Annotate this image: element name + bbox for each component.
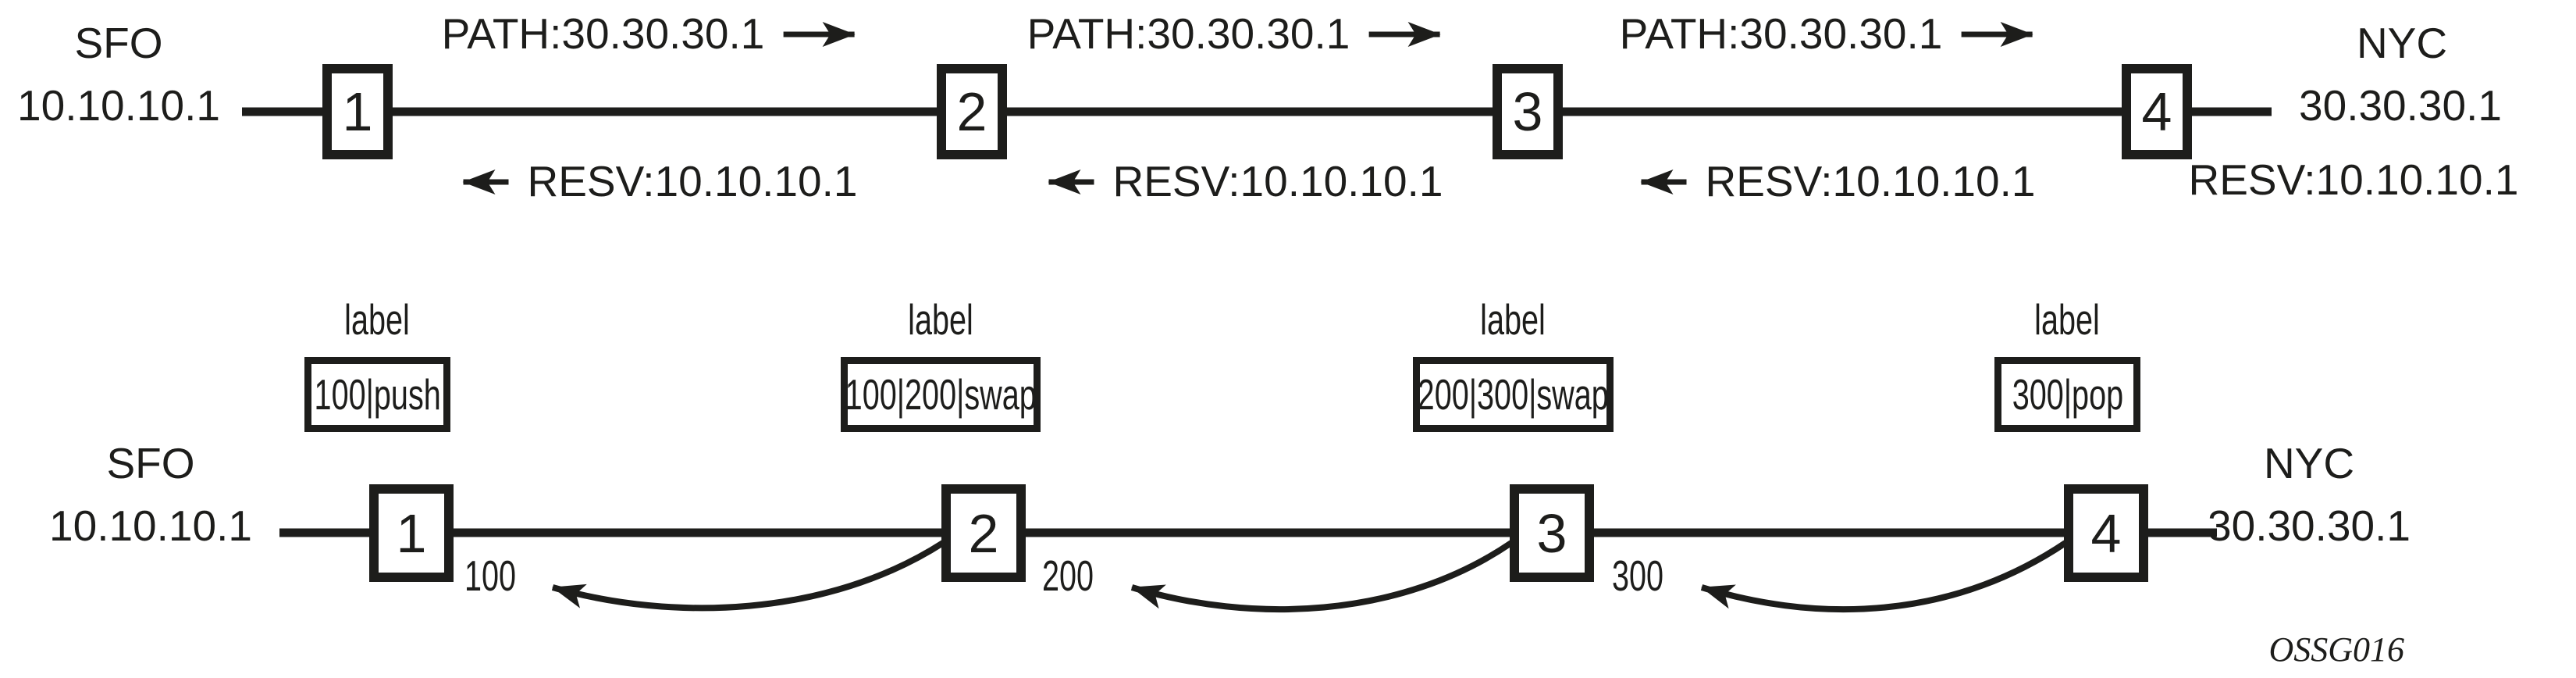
label-operation-box: 200|300|swap: [1413, 357, 1614, 432]
figure-credit: OSSG016: [2268, 630, 2404, 669]
resv-message: RESV:10.10.10.1: [1010, 160, 1443, 203]
path-message-label: PATH:30.30.30.1: [1619, 9, 1943, 58]
router-number: 3: [1512, 81, 1543, 142]
link-label: 100: [464, 551, 517, 600]
router-box: 4: [2064, 484, 2148, 582]
label-caption: label: [1480, 295, 1546, 344]
label-operation-box: 100|push: [304, 357, 450, 432]
resv-message-label: RESV:10.10.10.1: [2188, 155, 2519, 204]
resv-message: RESV:10.10.10.1: [425, 157, 858, 205]
router-number: 4: [2141, 81, 2172, 142]
label-advertisement-arrow-icon: [1700, 540, 2068, 613]
endpoint-ip: 10.10.10.1: [17, 81, 220, 130]
endpoint-city: SFO: [74, 19, 163, 67]
endpoint-city: NYC: [2263, 439, 2355, 487]
path-message-label: PATH:30.30.30.1: [441, 9, 765, 58]
path-message-label: PATH:30.30.30.1: [1026, 9, 1350, 58]
router-box: 3: [1493, 64, 1563, 159]
router-number: 1: [342, 81, 373, 142]
router-box: 2: [941, 484, 1026, 582]
resv-message: RESV:10.10.10.1: [1603, 157, 2036, 205]
label-operation: 200|300|swap: [1417, 369, 1610, 419]
right-arrow-icon: [1961, 21, 2033, 47]
endpoint-city: SFO: [106, 439, 195, 487]
router-box: 1: [322, 64, 393, 159]
resv-message-label: RESV:10.10.10.1: [527, 157, 858, 205]
path-message: PATH:30.30.30.1: [1027, 12, 1473, 55]
router-box: 1: [369, 484, 454, 582]
router-number: 3: [1536, 502, 1567, 564]
router-number: 1: [396, 502, 427, 564]
label-advertisement-arrow-icon: [1130, 540, 1514, 613]
label-caption: label: [908, 295, 973, 344]
router-box: 2: [937, 64, 1007, 159]
endpoint-city: NYC: [2356, 19, 2448, 67]
resv-message-label: RESV:10.10.10.1: [1112, 157, 1443, 205]
label-operation-box: 100|200|swap: [841, 357, 1041, 432]
resv-message-label: RESV:10.10.10.1: [1705, 157, 2036, 205]
right-arrow-icon: [783, 21, 856, 47]
label-caption: label: [2034, 295, 2100, 344]
path-message: PATH:30.30.30.1: [1620, 12, 2065, 55]
label-advertisement-arrow-icon: [551, 540, 945, 612]
endpoint-ip: 10.10.10.1: [49, 501, 252, 550]
endpoint-ip: 30.30.30.1: [2299, 81, 2502, 130]
router-number: 2: [956, 81, 987, 142]
router-number: 2: [968, 502, 999, 564]
link-label: 300: [1611, 551, 1664, 600]
right-arrow-icon: [1368, 21, 1441, 47]
endpoint-ip: 30.30.30.1: [2208, 501, 2411, 550]
left-arrow-icon: [462, 169, 509, 194]
label-operation: 300|pop: [2012, 369, 2123, 419]
left-arrow-icon: [1640, 169, 1687, 194]
router-box: 4: [2122, 64, 2192, 159]
router-number: 4: [2090, 502, 2122, 564]
label-caption: label: [344, 295, 410, 344]
left-arrow-icon: [1048, 169, 1094, 194]
router-box: 3: [1510, 484, 1594, 582]
label-operation: 100|200|swap: [845, 369, 1037, 419]
label-operation: 100|push: [314, 369, 441, 419]
path-message: PATH:30.30.30.1: [442, 12, 888, 55]
label-operation-box: 300|pop: [1994, 357, 2140, 432]
link-label: 200: [1041, 551, 1094, 600]
